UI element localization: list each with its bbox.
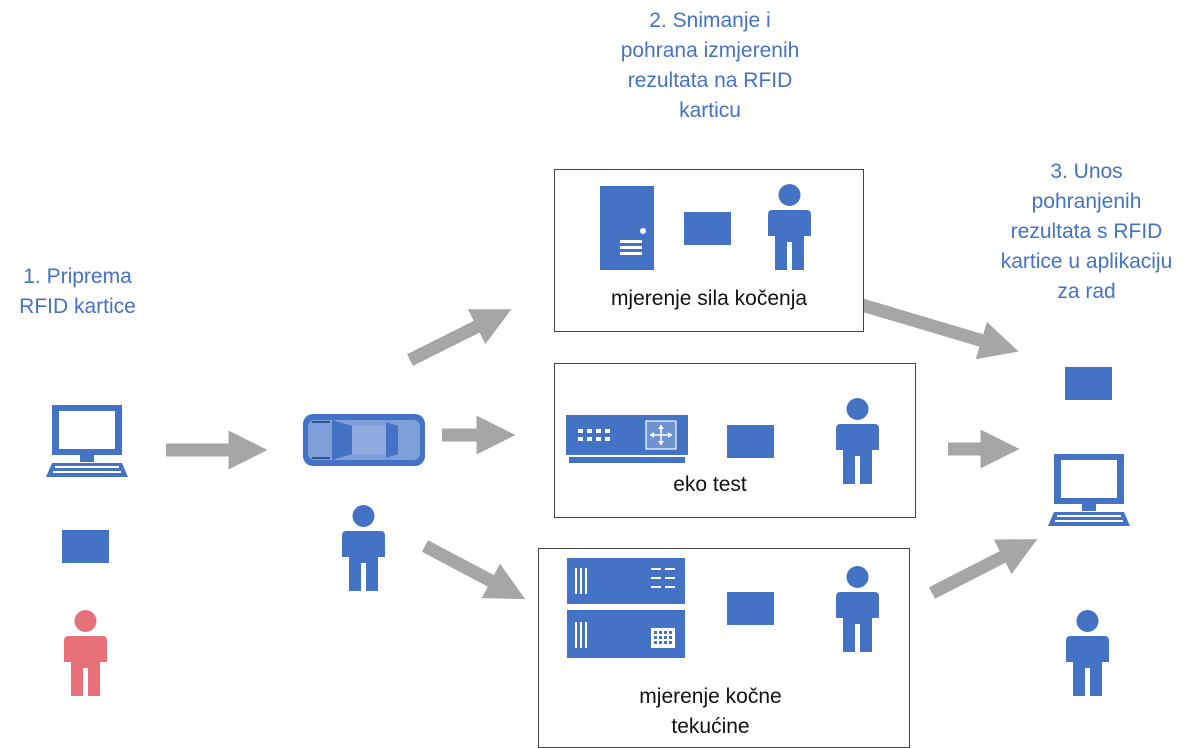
step1-label: 1. Priprema RFID kartice <box>0 262 155 322</box>
stage-eco-test-caption: eko test <box>554 470 866 500</box>
step1-text: 1. Priprema RFID kartice <box>19 265 136 318</box>
rfid-card-icon <box>1065 367 1112 400</box>
server-tower-icon <box>600 186 654 270</box>
stage-brake-forces-text: mjerenje sila kočenja <box>610 287 808 310</box>
arrow-car-to-brake-forces <box>407 309 512 366</box>
person-icon <box>64 610 107 696</box>
arrow-car-to-brake-fluid <box>421 540 526 600</box>
stage-brake-forces-caption: mjerenje sila kočenja <box>554 284 864 314</box>
step2-text: 2. Snimanje i pohrana izmjerenih rezulta… <box>620 9 800 122</box>
car-icon <box>303 414 425 466</box>
arrow-brake-forces-to-app <box>860 298 1019 360</box>
person-icon <box>768 184 811 270</box>
arrow-brake-fluid-to-app <box>929 539 1038 599</box>
stage-brake-fluid-text: mjerenje kočne tekućine <box>639 685 782 738</box>
person-icon <box>836 398 879 484</box>
network-switch-icon <box>566 415 688 463</box>
step3-text: 3. Unos pohranjenih rezultata s RFID kar… <box>1000 160 1173 303</box>
person-icon <box>1066 610 1109 696</box>
rfid-card-icon <box>684 212 731 245</box>
rfid-card-icon <box>727 592 774 625</box>
rfid-card-icon <box>62 530 109 563</box>
stage-eco-test-text: eko test <box>673 473 747 496</box>
person-icon <box>836 566 879 652</box>
person-icon <box>342 505 385 591</box>
stage-brake-fluid-caption: mjerenje kočne tekućine <box>538 682 883 742</box>
step3-label: 3. Unos pohranjenih rezultata s RFID kar… <box>970 157 1203 307</box>
computer-icon <box>46 405 128 477</box>
rack-server-icon <box>567 558 685 658</box>
rfid-card-icon <box>727 425 774 458</box>
step2-label: 2. Snimanje i pohrana izmjerenih rezulta… <box>560 6 860 126</box>
computer-icon <box>1048 454 1130 526</box>
